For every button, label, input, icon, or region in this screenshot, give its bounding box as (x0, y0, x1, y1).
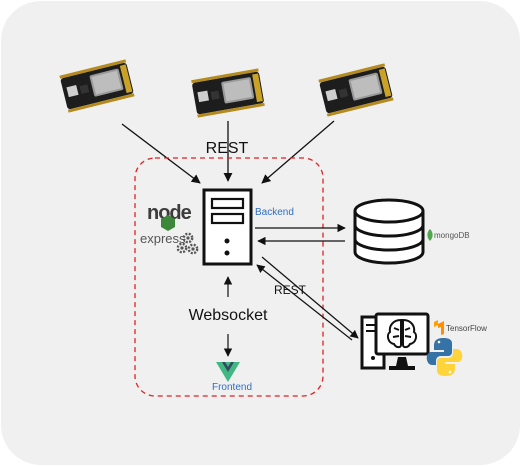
tensorflow-logo-icon (434, 320, 444, 335)
rest-ml-label: REST (274, 283, 307, 297)
database-icon (353, 198, 425, 265)
backend-label: Backend (255, 207, 294, 218)
server-icon (202, 188, 253, 266)
arrow-left-board-to-backend (121, 123, 201, 184)
express-logo-icon: express (140, 231, 186, 246)
ml-workstation-icon (360, 312, 430, 370)
arrow-backend-to-ml (261, 256, 359, 339)
server-boundary (134, 157, 324, 397)
tensorflow-label: TensorFlow (446, 324, 487, 333)
websocket-label: Websocket (189, 307, 268, 324)
arrow-right-board-to-backend (261, 120, 335, 184)
python-logo-icon (426, 338, 463, 376)
node-logo-text: node (147, 202, 192, 224)
arrow-ml-to-backend (256, 264, 353, 341)
rest-top-label: REST (206, 140, 249, 157)
frontend-label: Frontend (212, 382, 252, 393)
brain-icon (386, 318, 418, 349)
vue-logo-icon (216, 362, 240, 382)
node-logo-icon: node (147, 202, 193, 231)
mongodb-leaf-icon (427, 229, 433, 241)
mongodb-label: mongoDB (434, 231, 470, 240)
